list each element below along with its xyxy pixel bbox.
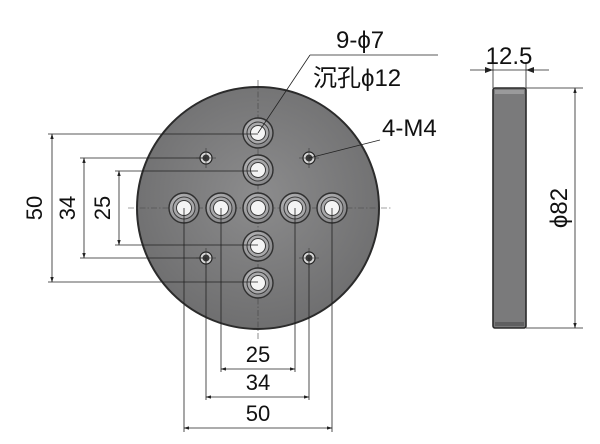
plate-side-body (492, 87, 527, 329)
counterbored-hole (279, 192, 311, 224)
dim-25-vertical: 25 (90, 196, 115, 220)
callouts: 9-ϕ7 沉孔ϕ12 4-M4 (257, 27, 438, 159)
dim-50-horizontal: 50 (246, 401, 270, 426)
horizontal-dimensions: 25 34 50 (183, 208, 333, 432)
counterbored-hole (242, 192, 274, 224)
dim-34-vertical: 34 (55, 196, 80, 220)
dim-25-horizontal: 25 (246, 342, 270, 367)
vertical-dimensions: 50 34 25 (22, 133, 258, 283)
label-counterbore: 沉孔ϕ12 (313, 65, 401, 92)
counterbored-hole (242, 154, 274, 186)
dim-50-vertical: 50 (22, 196, 47, 220)
dim-34-horizontal: 34 (246, 370, 270, 395)
counterbored-hole (168, 192, 200, 224)
counterbored-hole (242, 117, 274, 149)
counterbored-hole (242, 230, 274, 262)
label-thickness: 12.5 (486, 43, 533, 70)
front-view (128, 80, 392, 340)
counterbored-holes (168, 117, 348, 299)
label-diameter: ϕ82 (546, 188, 573, 228)
label-tapped-holes: 4-M4 (382, 115, 437, 142)
side-view: 12.5 ϕ82 (470, 43, 583, 329)
counterbored-hole (242, 267, 274, 299)
label-holes-count: 9-ϕ7 (336, 27, 384, 54)
